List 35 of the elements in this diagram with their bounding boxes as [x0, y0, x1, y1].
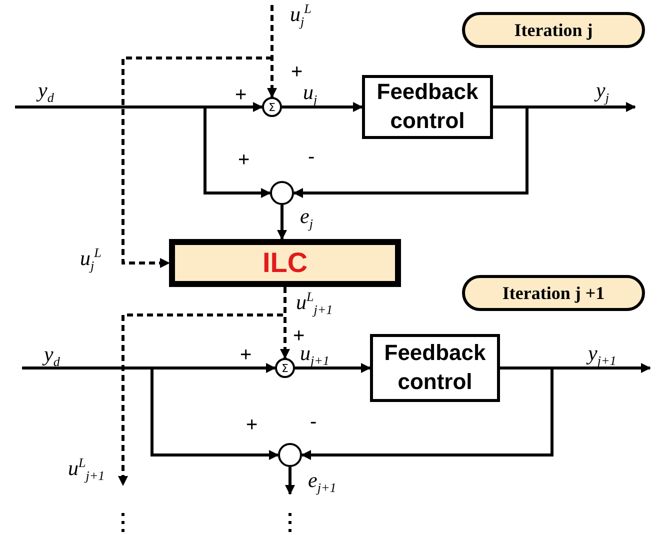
dashed-arrow	[122, 56, 272, 268]
iteration-label: Iteration j	[462, 12, 645, 48]
sign-label: +	[293, 326, 305, 346]
dashed-arrow	[267, 5, 277, 98]
signal-label: e$_{j+1}$	[308, 470, 336, 494]
feedback-control-block: Feedback control	[370, 334, 500, 402]
signal-label: y$_{d}$	[44, 344, 60, 368]
arrow	[277, 205, 287, 240]
comparator-circle	[278, 443, 302, 467]
sign-label: +	[291, 62, 303, 82]
arrow	[295, 363, 371, 373]
dashed-arrow	[118, 287, 286, 486]
arrow	[15, 102, 263, 112]
arrow	[204, 107, 271, 198]
arrow	[293, 106, 528, 198]
comparator-circle	[270, 181, 294, 205]
sign-label: +	[246, 415, 258, 435]
feedback-control-block: Feedback control	[362, 75, 493, 139]
signal-label: y$_{j}$	[596, 80, 609, 104]
arrow	[282, 102, 363, 112]
arrow	[285, 467, 295, 495]
summing-junction: Σ	[275, 358, 295, 378]
sign-label: +	[240, 345, 252, 365]
sign-label: +	[238, 150, 250, 170]
arrow	[22, 363, 276, 373]
sign-label: -	[308, 147, 315, 167]
sign-label: -	[310, 412, 317, 432]
iteration-label: Iteration j +1	[462, 275, 645, 311]
sign-label: +	[235, 85, 247, 105]
ilc-block: ILC	[169, 239, 401, 287]
signal-label: e$_{j}$	[300, 206, 313, 230]
signal-label: y$_{d}$	[38, 80, 54, 104]
arrow	[150, 368, 279, 460]
summing-junction: Σ	[262, 97, 282, 117]
arrow	[301, 366, 554, 460]
